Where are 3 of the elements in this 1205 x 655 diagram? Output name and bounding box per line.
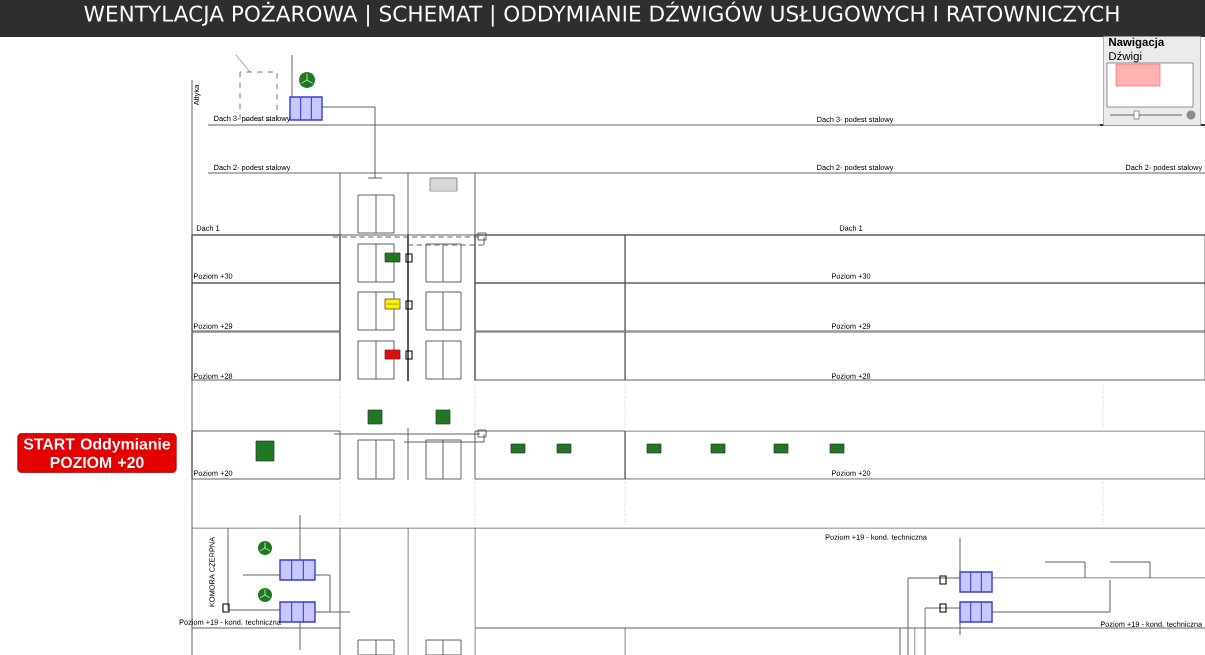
title-bar: WENTYLACJA POŻAROWA | SCHEMAT | ODDYMIANIE DŹWIGÓW USŁUGOWYCH I RATOWNICZYCH [0, 0, 1205, 37]
navigation-panel: Nawigacja Dźwigi [1103, 36, 1201, 126]
start-button: START Oddymianie POZIOM +20 [17, 433, 177, 473]
